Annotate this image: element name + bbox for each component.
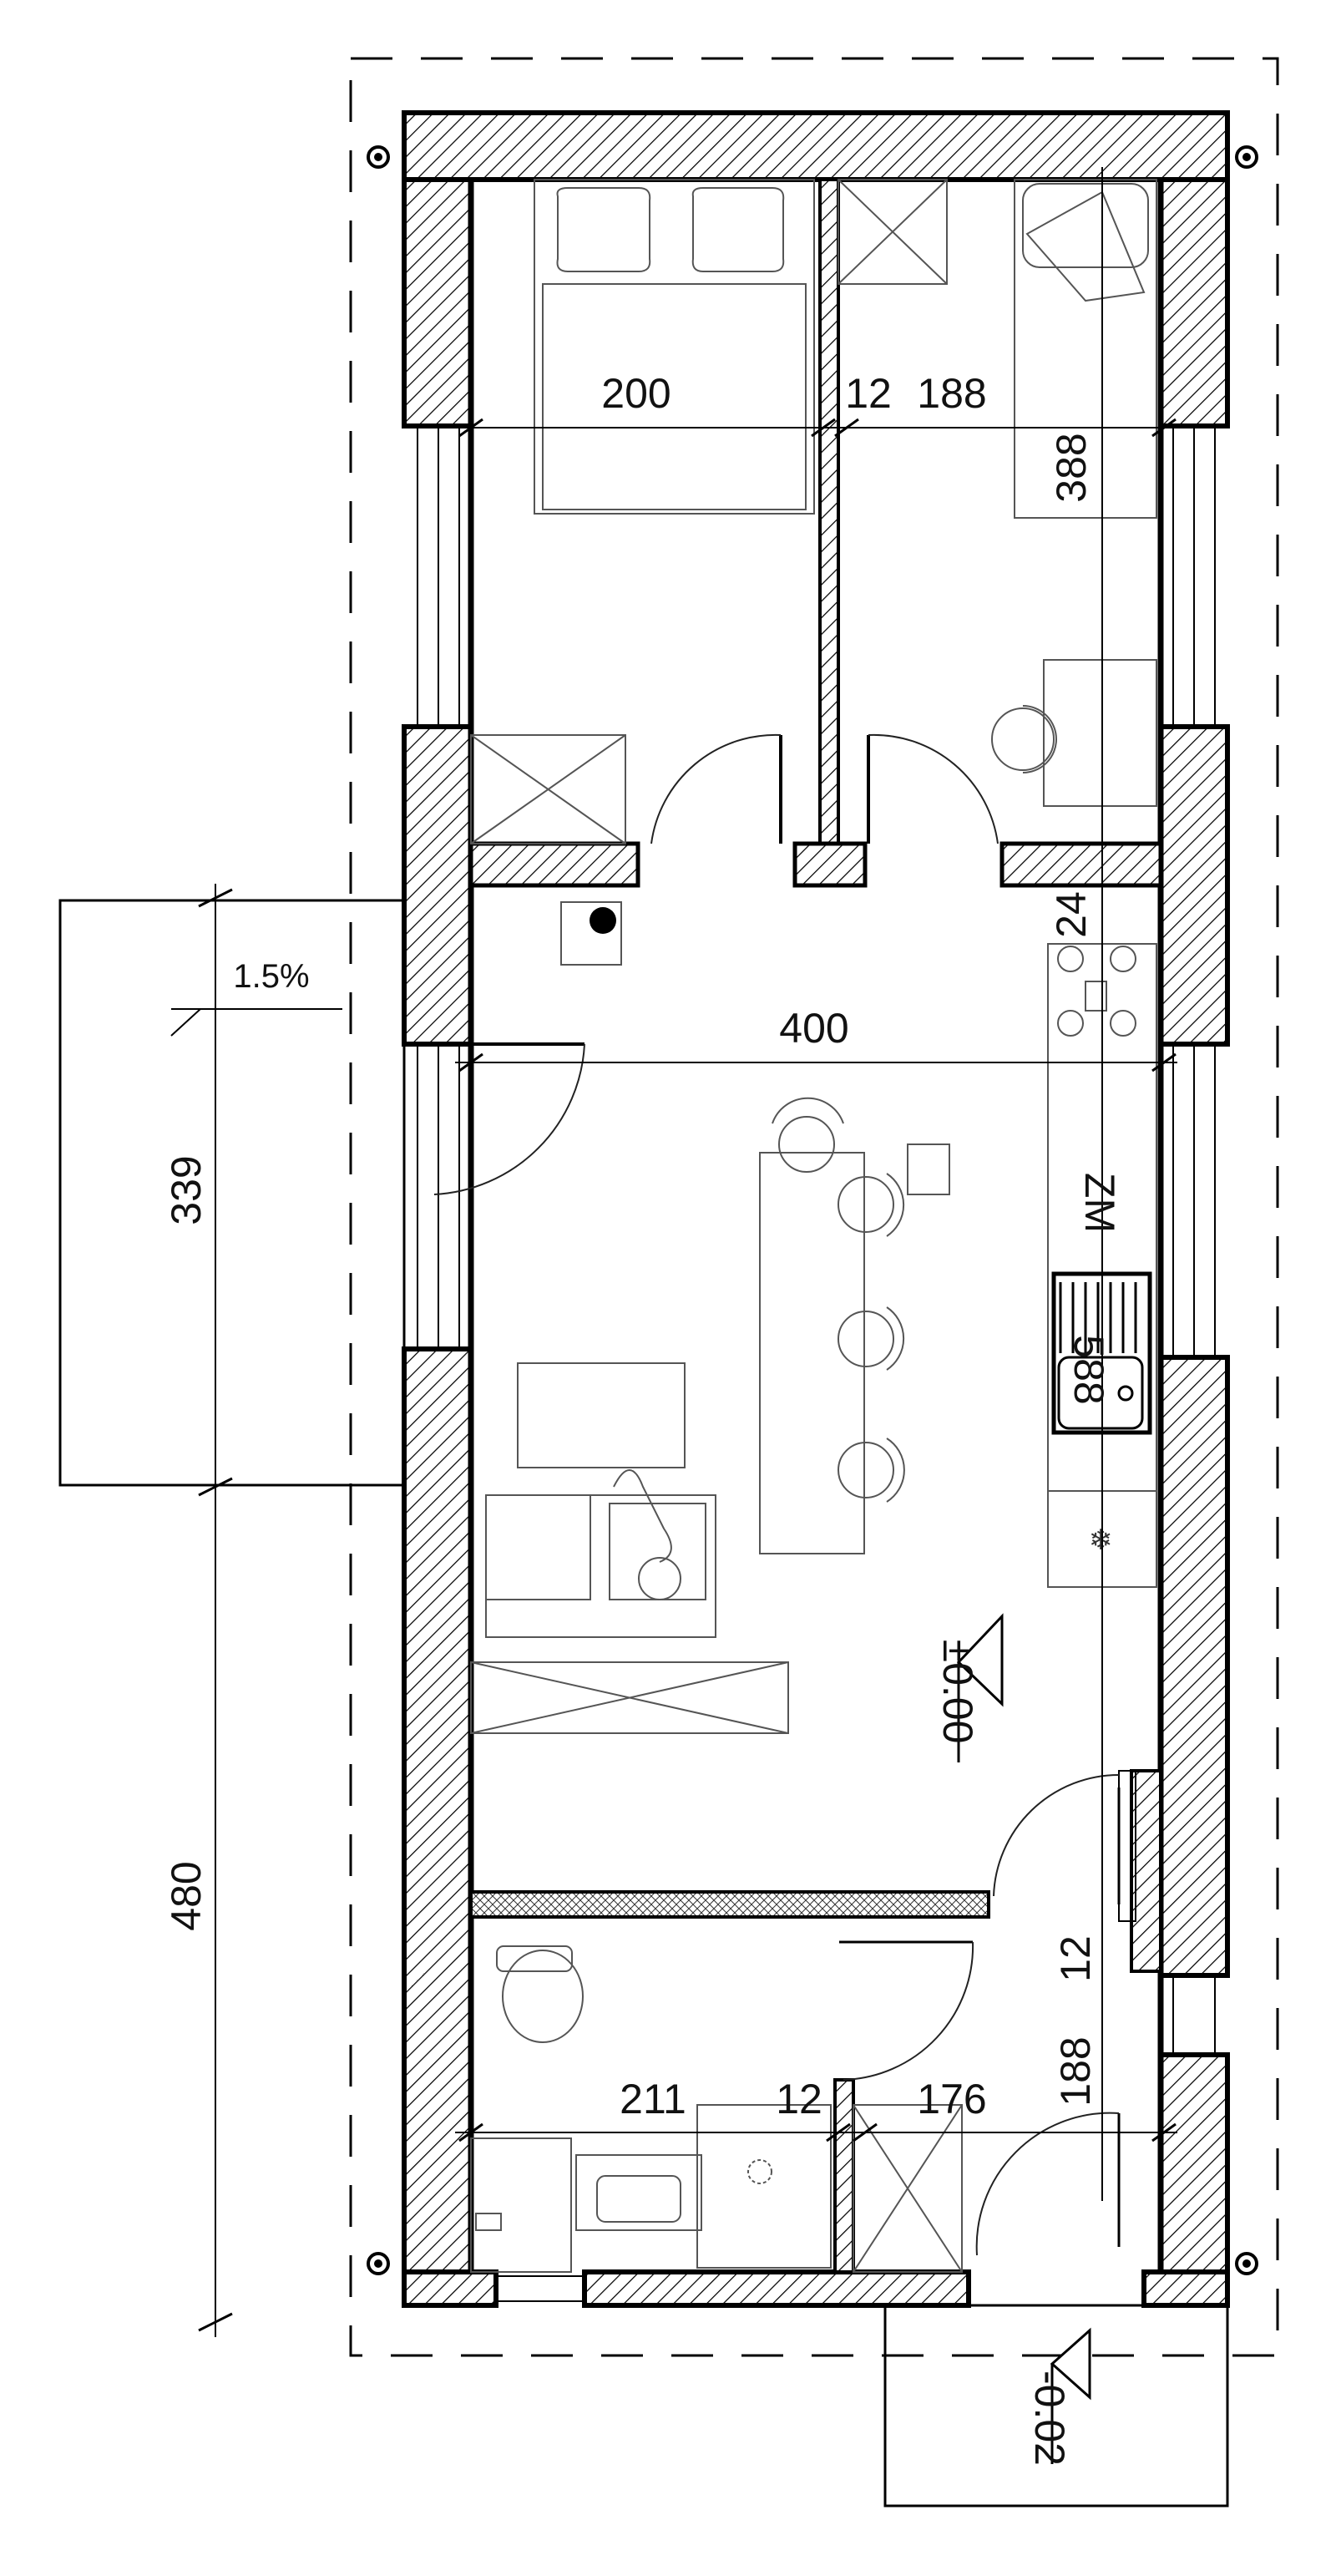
dim-side-room: 188: [1052, 2036, 1099, 2106]
dim-partition-bath: 12: [776, 2076, 822, 2122]
dim-storage-width: 176: [917, 2076, 986, 2122]
entrance-step: [883, 2304, 1229, 2508]
dim-living-width: 400: [779, 1005, 848, 1052]
outer-walls: [402, 110, 1230, 2308]
dim-bath-width: 211: [620, 2076, 686, 2122]
dim-partition-bedrooms: 12: [845, 370, 892, 417]
dimension-lines: [455, 167, 1177, 2201]
dim-bedroom1-width: 200: [601, 370, 671, 417]
sink-mark: 588: [1065, 1335, 1112, 1404]
level-floor-text: ±0.00: [934, 1640, 981, 1744]
dim-bedroom2-width: 188: [917, 370, 986, 417]
fridge-mark: ZM: [1076, 1173, 1123, 1233]
doors: [433, 733, 1121, 2256]
dim-kitchen-gap: 24: [1048, 891, 1095, 938]
dim-bedroom2-depth: 388: [1048, 433, 1095, 502]
partitions: [468, 178, 1163, 2274]
terrace-slope: 1.5%: [233, 958, 309, 995]
level-marker-floor: [956, 1613, 1004, 1762]
svg-text:❄: ❄: [1089, 1524, 1113, 1557]
windows: [417, 425, 1216, 2302]
level-entrance-text: -0.02: [1026, 2371, 1073, 2466]
dim-side-partition: 12: [1052, 1935, 1099, 1982]
terrace-length: 339: [163, 1155, 210, 1225]
overall-length: 480: [163, 1861, 210, 1930]
level-marker-entrance: [1050, 2327, 1091, 2464]
roof-outline: [349, 57, 1279, 2357]
terrace: [58, 884, 406, 2337]
